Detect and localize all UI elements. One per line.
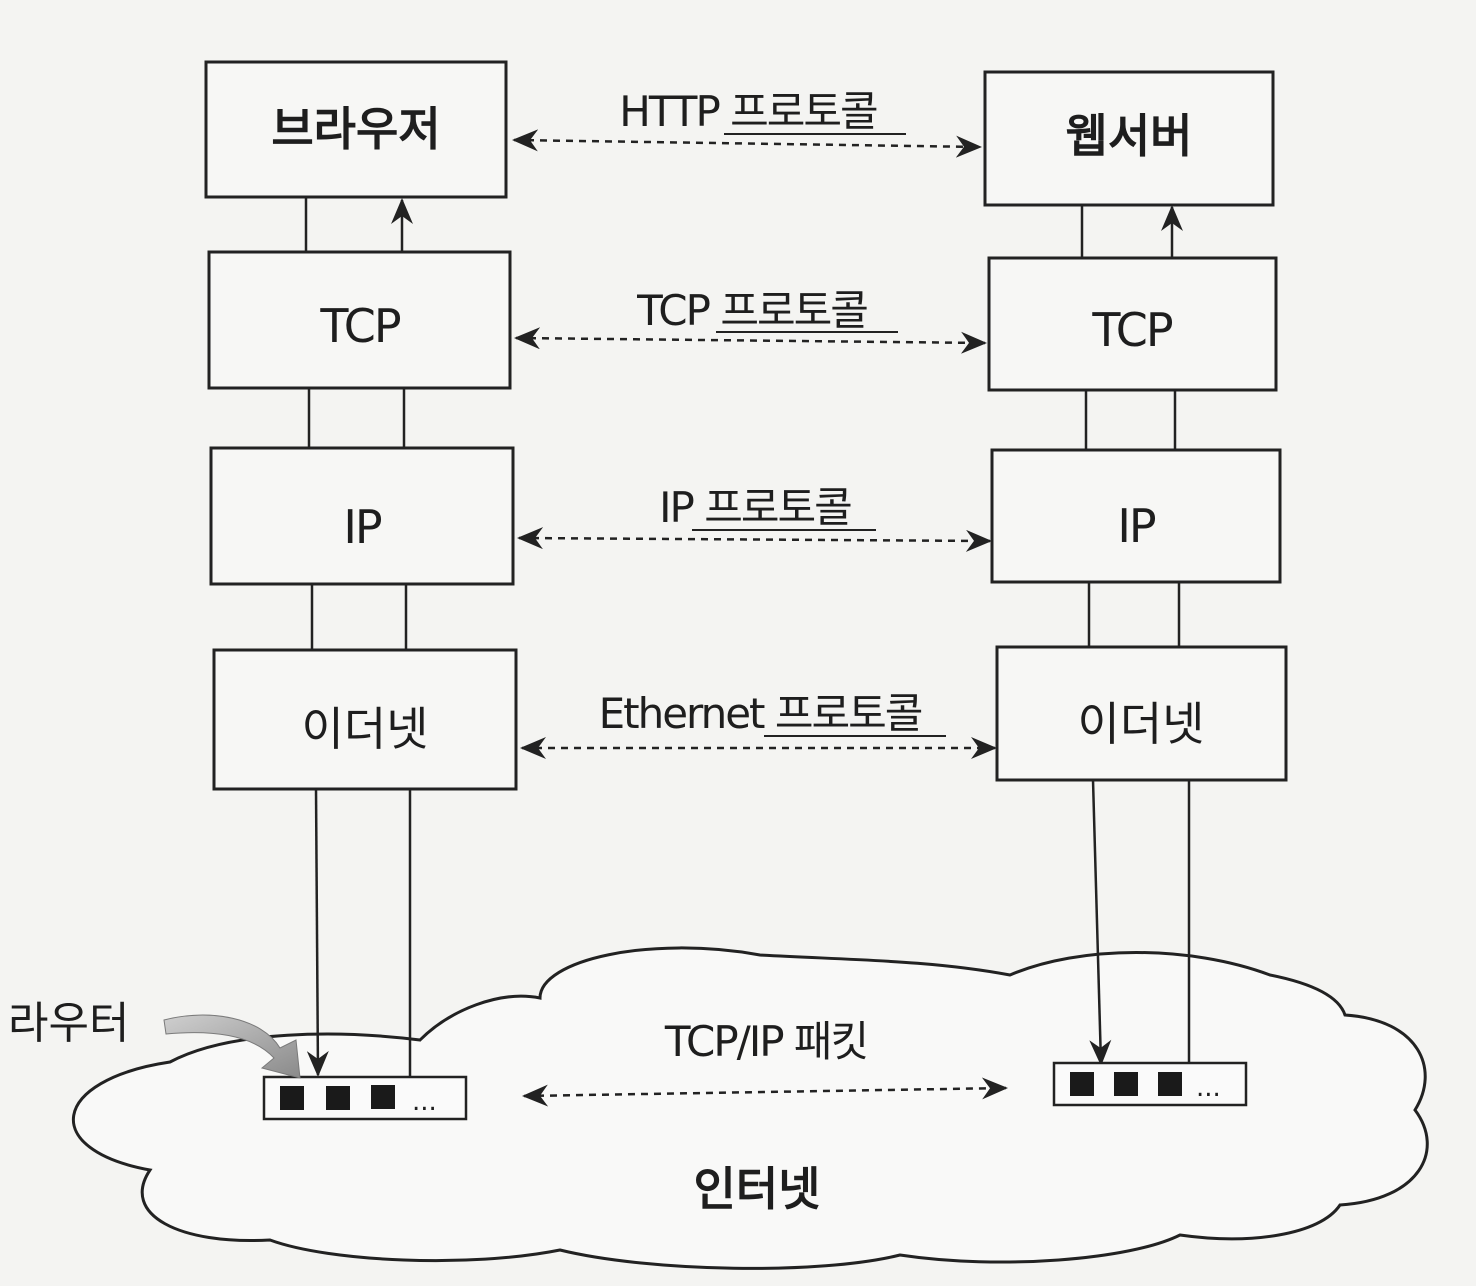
right-router-ellipsis: ...: [1196, 1073, 1221, 1103]
right-router: ...: [1052, 1061, 1248, 1107]
left-ethernet-box: 이더넷: [212, 648, 518, 791]
left-router-port: [280, 1086, 304, 1110]
ip-protocol-suffix: 프로토콜: [704, 483, 851, 532]
svg-text:IP 프로토콜: IP 프로토콜: [659, 483, 851, 532]
left-browser-box: 브라우저: [204, 60, 508, 199]
left-router: ...: [262, 1075, 468, 1121]
http-protocol-arrow: [512, 129, 982, 158]
ip-protocol-link: IP 프로토콜: [517, 483, 992, 552]
ethernet-protocol-suffix: 프로토콜: [775, 689, 922, 738]
svg-text:TCP 프로토콜: TCP 프로토콜: [636, 286, 867, 335]
left-browser-label: 브라우저: [271, 102, 440, 156]
right-ip-label: IP: [1117, 499, 1156, 553]
right-ethernet-box: 이더넷: [995, 645, 1288, 782]
right-router-port: [1158, 1072, 1182, 1096]
right-ip-box: IP: [990, 448, 1282, 584]
internet-cloud: [72, 946, 1429, 1270]
tcp-ip-packet-label: TCP/IP 패킷: [664, 1017, 867, 1066]
left-tcp-box: TCP: [207, 250, 512, 390]
right-tcp-box: TCP: [987, 256, 1278, 392]
left-ethernet-label: 이더넷: [302, 702, 429, 756]
ethernet-protocol-link: Ethernet 프로토콜: [520, 689, 997, 759]
left-router-port: [371, 1085, 395, 1109]
right-ethernet-label: 이더넷: [1078, 697, 1205, 751]
right-web-server-box: 웹서버: [983, 70, 1275, 207]
right-line-eth-router-down: [1089, 779, 1112, 1066]
router-label: 라우터: [8, 998, 129, 1049]
ip-protocol-name: IP: [659, 483, 693, 532]
left-router-port: [326, 1086, 350, 1110]
left-line-eth-router-down: [306, 788, 329, 1077]
left-router-ellipsis: ...: [412, 1087, 437, 1117]
left-ip-box: IP: [209, 446, 515, 586]
tcp-ip-packet-arrow: [522, 1077, 1008, 1107]
left-ip-label: IP: [343, 500, 382, 554]
right-router-port: [1114, 1072, 1138, 1096]
left-tcp-label: TCP: [319, 299, 401, 353]
ethernet-protocol-name: Ethernet: [599, 689, 765, 738]
internet-label: 인터넷: [694, 1162, 821, 1216]
http-protocol-name: HTTP: [619, 87, 719, 136]
router-callout-arrow: [163, 1014, 301, 1079]
right-web-server-label: 웹서버: [1066, 109, 1193, 163]
tcp-ip-packet-link: TCP/IP 패킷: [522, 1017, 1008, 1107]
tcp-protocol-name: TCP: [636, 286, 710, 335]
ip-protocol-arrow: [517, 527, 992, 552]
tcp-protocol-suffix: 프로토콜: [720, 286, 867, 335]
tcp-protocol-arrow: [514, 327, 987, 354]
svg-text:Ethernet 프로토콜: Ethernet 프로토콜: [599, 689, 922, 738]
http-protocol-link: HTTP 프로토콜: [512, 87, 982, 158]
tcp-protocol-link: TCP 프로토콜: [514, 286, 987, 354]
right-router-port: [1070, 1072, 1094, 1096]
http-protocol-suffix: 프로토콜: [730, 87, 877, 136]
right-tcp-label: TCP: [1091, 303, 1173, 357]
svg-text:HTTP 프로토콜: HTTP 프로토콜: [619, 87, 877, 136]
